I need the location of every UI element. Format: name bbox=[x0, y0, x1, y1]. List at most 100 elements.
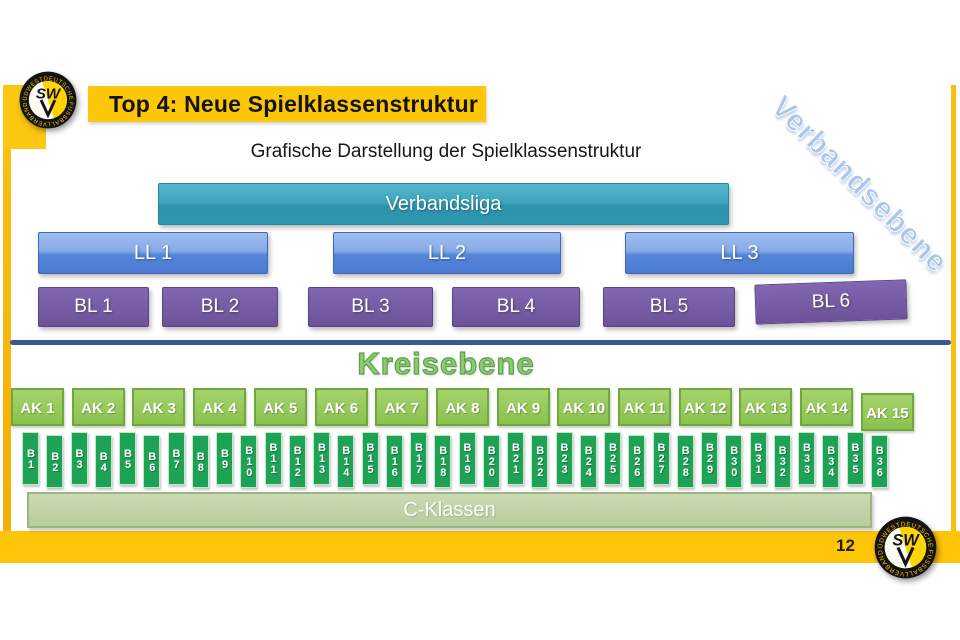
box-b-33: B33 bbox=[798, 432, 815, 485]
box-b-4: B4 bbox=[94, 435, 112, 488]
box-b-5: B5 bbox=[119, 432, 136, 485]
box-ak-5: AK 5 bbox=[253, 388, 307, 426]
box-bezirksliga-5: BL 5 bbox=[603, 287, 735, 327]
b-label: B27 bbox=[655, 442, 668, 475]
a-klassen-row: AK 1 AK 2 AK 3 AK 4 AK 5 AK 6 AK 7 AK 8 … bbox=[11, 388, 914, 431]
swfv-badge-icon: SÜDWESTDEUTSCHER FUSSBALLVERBAND SW bbox=[19, 71, 77, 129]
box-b-18: B18 bbox=[434, 435, 452, 488]
box-c-klassen: C-Klassen bbox=[27, 492, 872, 528]
box-b-3: B3 bbox=[70, 432, 88, 485]
box-landesliga-2: LL 2 bbox=[333, 232, 561, 274]
b-label: B5 bbox=[122, 447, 134, 470]
box-ak-13: AK 13 bbox=[739, 388, 793, 426]
box-b-2: B2 bbox=[46, 435, 64, 488]
box-b-1: B1 bbox=[22, 432, 39, 485]
box-bezirksliga-2: BL 2 bbox=[162, 287, 278, 327]
badge-monogram: SW bbox=[36, 85, 62, 102]
b-label: B28 bbox=[679, 445, 692, 478]
box-ak-8: AK 8 bbox=[435, 388, 489, 426]
b-label: B21 bbox=[510, 442, 522, 475]
box-bezirksliga-1: BL 1 bbox=[38, 287, 149, 327]
box-b-17: B17 bbox=[410, 432, 427, 485]
b-label: B17 bbox=[413, 442, 425, 475]
b-label: B26 bbox=[631, 445, 644, 478]
b-label: B32 bbox=[776, 445, 789, 478]
b-label: B20 bbox=[485, 445, 498, 478]
b-label: B11 bbox=[267, 442, 280, 475]
b-label: B33 bbox=[801, 442, 813, 475]
b-label: B14 bbox=[340, 445, 353, 478]
badge-monogram: SW bbox=[892, 532, 920, 550]
box-ak-6: AK 6 bbox=[314, 388, 368, 426]
b-label: B3 bbox=[73, 447, 86, 470]
box-b-10: B10 bbox=[240, 435, 258, 488]
box-b-16: B16 bbox=[385, 435, 403, 488]
b-label: B2 bbox=[49, 450, 62, 473]
badge-v-shape bbox=[39, 99, 57, 119]
box-b-32: B32 bbox=[773, 435, 791, 488]
box-b-24: B24 bbox=[579, 435, 597, 488]
box-ak-14: AK 14 bbox=[800, 388, 854, 426]
box-b-21: B21 bbox=[507, 432, 524, 485]
box-landesliga-3: LL 3 bbox=[625, 232, 854, 274]
box-b-23: B23 bbox=[555, 432, 573, 485]
box-ak-10: AK 10 bbox=[557, 388, 611, 426]
b-label: B1 bbox=[25, 447, 37, 470]
box-bezirksliga-3: BL 3 bbox=[308, 287, 433, 327]
box-b-25: B25 bbox=[604, 432, 621, 485]
b-label: B24 bbox=[582, 445, 595, 478]
box-b-26: B26 bbox=[628, 435, 646, 488]
b-label: B7 bbox=[170, 447, 183, 470]
box-b-11: B11 bbox=[264, 432, 282, 485]
box-ak-3: AK 3 bbox=[132, 388, 186, 426]
box-b-36: B36 bbox=[870, 435, 888, 488]
box-b-12: B12 bbox=[288, 435, 306, 488]
box-ak-1: AK 1 bbox=[11, 388, 64, 426]
b-label: B22 bbox=[534, 445, 547, 478]
b-label: B25 bbox=[607, 442, 619, 475]
b-label: B9 bbox=[219, 447, 231, 470]
b-label: B10 bbox=[243, 445, 256, 478]
b-label: B23 bbox=[558, 442, 571, 475]
b-label: B30 bbox=[728, 445, 741, 478]
box-b-22: B22 bbox=[531, 435, 549, 488]
badge-v-shape bbox=[896, 546, 915, 568]
b-label: B16 bbox=[388, 445, 401, 478]
b-label: B13 bbox=[316, 442, 328, 475]
footer-bar bbox=[0, 531, 960, 563]
left-border-strip bbox=[3, 149, 11, 531]
right-border-strip bbox=[951, 85, 956, 531]
box-b-29: B29 bbox=[701, 432, 718, 485]
b-label: B31 bbox=[752, 442, 765, 475]
b-label: B15 bbox=[364, 442, 377, 475]
b-label: B8 bbox=[194, 450, 207, 473]
slide-subtitle: Grafische Darstellung der Spielklassenst… bbox=[250, 141, 642, 162]
box-b-6: B6 bbox=[143, 435, 161, 488]
box-b-13: B13 bbox=[313, 432, 330, 485]
b-label: B34 bbox=[825, 445, 838, 478]
b-label: B12 bbox=[291, 445, 304, 478]
b-label: B19 bbox=[461, 442, 474, 475]
box-ak-2: AK 2 bbox=[71, 388, 125, 426]
box-b-15: B15 bbox=[361, 432, 379, 485]
slide-title: Top 4: Neue Spielklassenstruktur bbox=[88, 86, 486, 122]
b-label: B29 bbox=[704, 442, 716, 475]
box-verbandsliga: Verbandsliga bbox=[158, 183, 729, 225]
b-label: B6 bbox=[146, 450, 159, 473]
b-klassen-row: B1 B2 B3 B4 B5 B6 B7 B8 B9 B10 B11 B12 B… bbox=[22, 432, 888, 488]
box-b-30: B30 bbox=[725, 435, 743, 488]
b-label: B4 bbox=[97, 450, 110, 473]
b-label: B35 bbox=[849, 442, 862, 475]
swfv-badge-icon: SÜDWESTDEUTSCHER FUSSBALLVERBAND SW bbox=[874, 516, 937, 579]
box-b-14: B14 bbox=[337, 435, 355, 488]
box-ak-4: AK 4 bbox=[193, 388, 247, 426]
box-bezirksliga-4: BL 4 bbox=[452, 287, 580, 327]
b-label: B36 bbox=[873, 445, 886, 478]
box-b-35: B35 bbox=[846, 432, 864, 485]
kreisebene-heading: Kreisebene bbox=[357, 345, 535, 381]
box-b-19: B19 bbox=[458, 432, 476, 485]
box-landesliga-1: LL 1 bbox=[38, 232, 268, 274]
box-b-7: B7 bbox=[167, 432, 185, 485]
box-b-28: B28 bbox=[676, 435, 694, 488]
